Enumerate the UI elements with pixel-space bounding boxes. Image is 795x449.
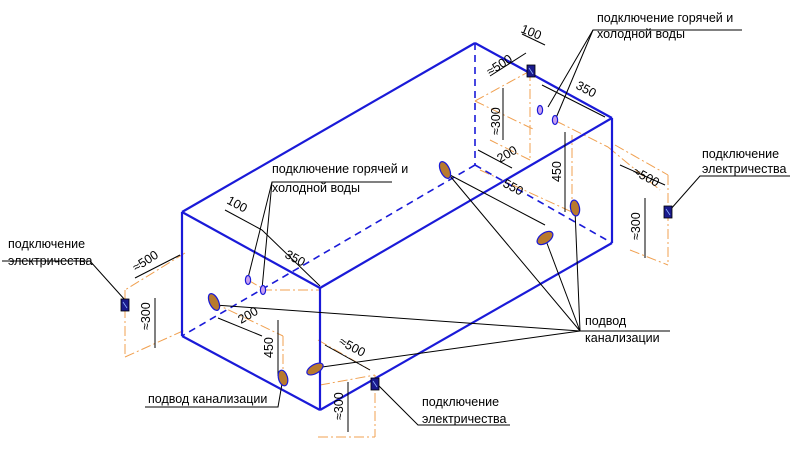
electric-label-right-line2: электричества [702,162,787,176]
dim-top-550: 550 [501,176,526,198]
dim-top-100: 100 [519,22,544,43]
electric-label-bottom-line2: электричества [422,412,507,426]
electric-label-right-line1: подключение [702,147,779,161]
sewer-outlet-front-wall [277,369,289,387]
electric-label-left-line1: подключение [8,237,85,251]
dimension-lines [134,33,666,432]
dim-top-500: ≈500 [484,52,515,79]
dim-mid-350: 350 [283,247,308,269]
leader-lines [2,29,790,426]
sewer-outlets [207,161,581,387]
dim-left-300: ≈300 [139,302,153,330]
dim-right-300: ≈300 [629,212,643,240]
water-label-top-line1: подключение горячей и [597,11,733,25]
sewer-outlet-back-wall [438,161,452,179]
sewer-outlet-floor [536,230,554,246]
dim-front-450: 450 [262,337,276,358]
bathtub-outline [180,42,614,411]
dim-top-450: 450 [550,161,564,182]
dim-top-350: 350 [574,78,599,100]
sewer-label-right-line1: подвод [585,314,627,328]
dim-bottom-500: ≈500 [337,334,368,359]
water-connection-mid-1 [244,274,252,286]
water-label-mid-line2: холодной воды [272,181,360,195]
water-connection-top-1 [536,104,544,116]
dim-top-200: 200 [495,143,520,166]
dim-left-500: ≈500 [130,248,161,275]
dim-right-500: ≈500 [631,164,662,189]
electric-label-bottom-line1: подключение [422,395,499,409]
sewer-outlet-right-wall [569,199,581,217]
dim-bottom-300: ≈300 [332,392,346,420]
electric-socket-marks [122,67,671,388]
electric-label-left-line2: электричества [8,254,93,268]
sewer-label-right-line2: канализации [585,331,660,345]
sewer-outlet-left-wall [207,293,221,311]
water-label-mid-line1: подключение горячей и [272,162,408,176]
water-connections [244,104,559,296]
extension-lines [124,70,669,438]
bathtub-hidden-edges [181,43,613,337]
water-connection-top-2 [551,114,559,126]
sewer-label-bottom: подвод канализации [148,392,267,406]
water-label-top-line2: холодной воды [597,27,685,41]
sewer-outlet-front-floor [306,362,324,376]
dim-top-300: ≈300 [489,107,503,135]
water-connection-mid-2 [259,284,267,296]
